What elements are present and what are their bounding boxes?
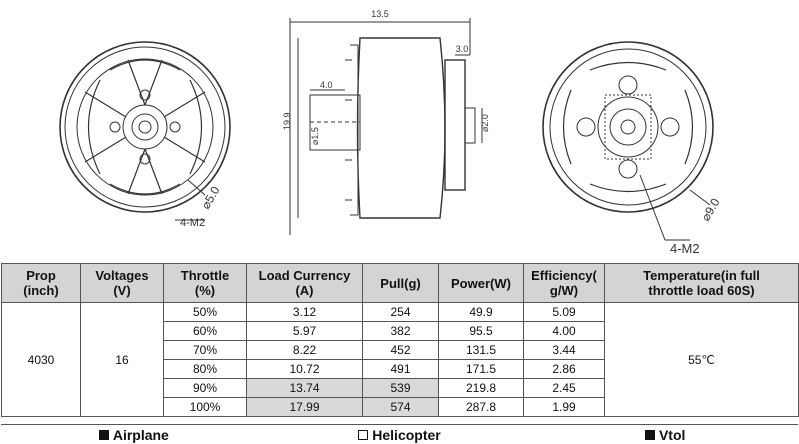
throttle-cell: 100%: [163, 397, 247, 417]
power-cell: 287.8: [438, 397, 524, 417]
efficiency-cell: 5.09: [523, 302, 605, 322]
header-prop: Prop (inch): [1, 263, 81, 303]
right-hole-label: 4-M2: [670, 241, 700, 256]
table-header-row: Prop (inch) Voltages (V) Throttle (%) Lo…: [1, 263, 799, 303]
throttle-cell: 90%: [163, 378, 247, 398]
load-current-cell: 8.22: [246, 340, 363, 360]
load-current-cell: 3.12: [246, 302, 363, 322]
header-temperature: Temperature(in full throttle load 60S): [604, 263, 799, 303]
efficiency-cell: 3.44: [523, 340, 605, 360]
efficiency-cell: 1.99: [523, 397, 605, 417]
throttle-cell: 80%: [163, 359, 247, 379]
helicopter-option[interactable]: Helicopter: [267, 425, 533, 444]
load-current-cell: 13.74: [246, 378, 363, 398]
power-cell: 131.5: [438, 340, 524, 360]
pull-cell: 491: [362, 359, 439, 379]
power-cell: 171.5: [438, 359, 524, 379]
performance-table: Prop (inch) Voltages (V) Throttle (%) Lo…: [1, 263, 799, 417]
header-power: Power(W): [438, 263, 524, 303]
airplane-option[interactable]: Airplane: [1, 425, 267, 444]
motor-technical-drawing: 13.5 3.0 4.0 19.9 ⌀1.5 ⌀2.0 4-M2 ⌀5.0 ⌀9…: [59, 9, 723, 256]
throttle-cell: 50%: [163, 302, 247, 322]
header-load-current: Load Currency (A): [246, 263, 363, 303]
header-voltages: Voltages (V): [80, 263, 164, 303]
flange-dimension-label: 3.0: [456, 44, 469, 54]
pull-cell: 382: [362, 321, 439, 341]
pull-cell: 539: [362, 378, 439, 398]
shaft-diameter-label: ⌀2.0: [480, 114, 490, 132]
temperature-cell: 55℃: [604, 302, 799, 417]
motor-side-view: [289, 18, 483, 235]
power-cell: 49.9: [438, 302, 524, 322]
left-diameter-label: ⌀5.0: [198, 184, 222, 212]
efficiency-cell: 4.00: [523, 321, 605, 341]
vtol-label: Vtol: [658, 426, 686, 443]
bore-dimension-label: ⌀1.5: [310, 127, 320, 145]
efficiency-cell: 2.86: [523, 359, 605, 379]
motor-bottom-view: [542, 41, 714, 241]
load-current-cell: 17.99: [246, 397, 363, 417]
prop-cell: 4030: [1, 302, 81, 417]
aircraft-type-footer: Airplane Helicopter Vtol: [1, 424, 798, 444]
pull-cell: 254: [362, 302, 439, 322]
airplane-checkbox-icon[interactable]: [98, 429, 109, 440]
throttle-cell: 70%: [163, 340, 247, 360]
left-hole-label: 4-M2: [180, 217, 205, 229]
header-efficiency: Efficiency( g/W): [523, 263, 605, 303]
throttle-cell: 60%: [163, 321, 247, 341]
power-cell: 219.8: [438, 378, 524, 398]
helicopter-checkbox-icon[interactable]: [358, 429, 369, 440]
load-current-cell: 10.72: [246, 359, 363, 379]
shaft-length-label: 4.0: [320, 80, 333, 90]
header-pull: Pull(g): [362, 263, 439, 303]
helicopter-label: Helicopter: [372, 426, 441, 443]
vtol-option[interactable]: Vtol: [532, 425, 798, 444]
motor-top-view: [59, 41, 231, 221]
voltage-cell: 16: [80, 302, 164, 417]
load-current-cell: 5.97: [246, 321, 363, 341]
height-dimension-label: 19.9: [282, 112, 292, 130]
width-dimension-label: 13.5: [371, 9, 389, 19]
vtol-checkbox-icon[interactable]: [644, 429, 655, 440]
pull-cell: 574: [362, 397, 439, 417]
pull-cell: 452: [362, 340, 439, 360]
right-diameter-label: ⌀9.0: [698, 196, 722, 224]
power-cell: 95.5: [438, 321, 524, 341]
airplane-label: Airplane: [112, 426, 169, 443]
efficiency-cell: 2.45: [523, 378, 605, 398]
header-throttle: Throttle (%): [163, 263, 247, 303]
